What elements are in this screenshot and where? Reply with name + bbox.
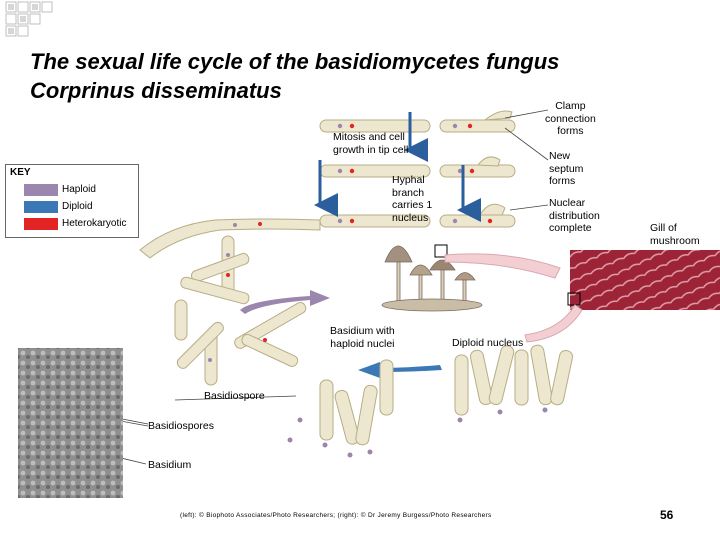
label-clamp-connection: Clamp connection forms [545, 100, 596, 137]
spores [287, 407, 548, 458]
hyphal-network [139, 218, 321, 386]
gill-photo [570, 250, 720, 310]
label-new-septum: New septum forms [549, 150, 584, 187]
zoom-arrow [444, 253, 561, 279]
hypha-nuclei [337, 123, 493, 224]
label-hyphal-branch: Hyphal branch carries 1 nucleus [392, 174, 433, 224]
key-label-diploid: Diploid [62, 201, 93, 212]
photo-credit: (left): © Biophoto Associates/Photo Rese… [180, 512, 492, 519]
return-arrow [524, 304, 583, 343]
heterokaryotic-swatch [24, 217, 58, 230]
label-mitosis: Mitosis and cell growth in tip cell [333, 131, 409, 156]
key-label-haploid: Haploid [62, 184, 96, 195]
page-number: 56 [660, 508, 674, 522]
page-title: The sexual life cycle of the basidiomyce… [30, 47, 680, 105]
step-arrows [314, 112, 481, 222]
label-nuclear-distribution: Nuclear distribution complete [549, 197, 600, 234]
key-row-haploid: Haploid [24, 183, 96, 196]
diploid-swatch [24, 200, 58, 213]
key-title: KEY [10, 167, 31, 178]
key-row-heterokaryotic: Heterokaryotic [24, 217, 126, 230]
label-basidium: Basidium [148, 459, 192, 471]
zoom-marker-small [434, 244, 448, 258]
cycle-arrow-diploid [358, 362, 442, 378]
hypha-stage-1 [319, 110, 516, 133]
key-label-heterokaryotic: Heterokaryotic [62, 218, 127, 229]
hypha-stage-3 [319, 203, 516, 228]
key-legend: KEY Haploid Diploid Heterokaryotic [5, 164, 139, 238]
cycle-arrow-haploid [240, 290, 330, 314]
basidiospore-micrograph [18, 348, 123, 498]
mushroom-cluster [381, 245, 483, 312]
label-basidium-haploid: Basidium with haploid nuclei [330, 325, 395, 350]
key-row-diploid: Diploid [24, 200, 93, 213]
label-diploid-nucleus: Diploid nucleus [452, 337, 524, 349]
haploid-swatch [24, 183, 58, 196]
title-line-2: Corprinus disseminatus [30, 78, 282, 103]
label-gill: Gill of mushroom [650, 222, 700, 247]
decorative-squares [5, 1, 53, 37]
network-nuclei [208, 222, 267, 362]
hypha-stage-2 [319, 156, 516, 178]
zoom-marker-gill [567, 292, 581, 306]
basidia-cluster [319, 344, 574, 446]
title-line-1: The sexual life cycle of the basidiomyce… [30, 49, 560, 74]
label-basidiospore: Basidiospore [204, 390, 265, 402]
label-basidiospores: Basidiospores [148, 420, 214, 432]
